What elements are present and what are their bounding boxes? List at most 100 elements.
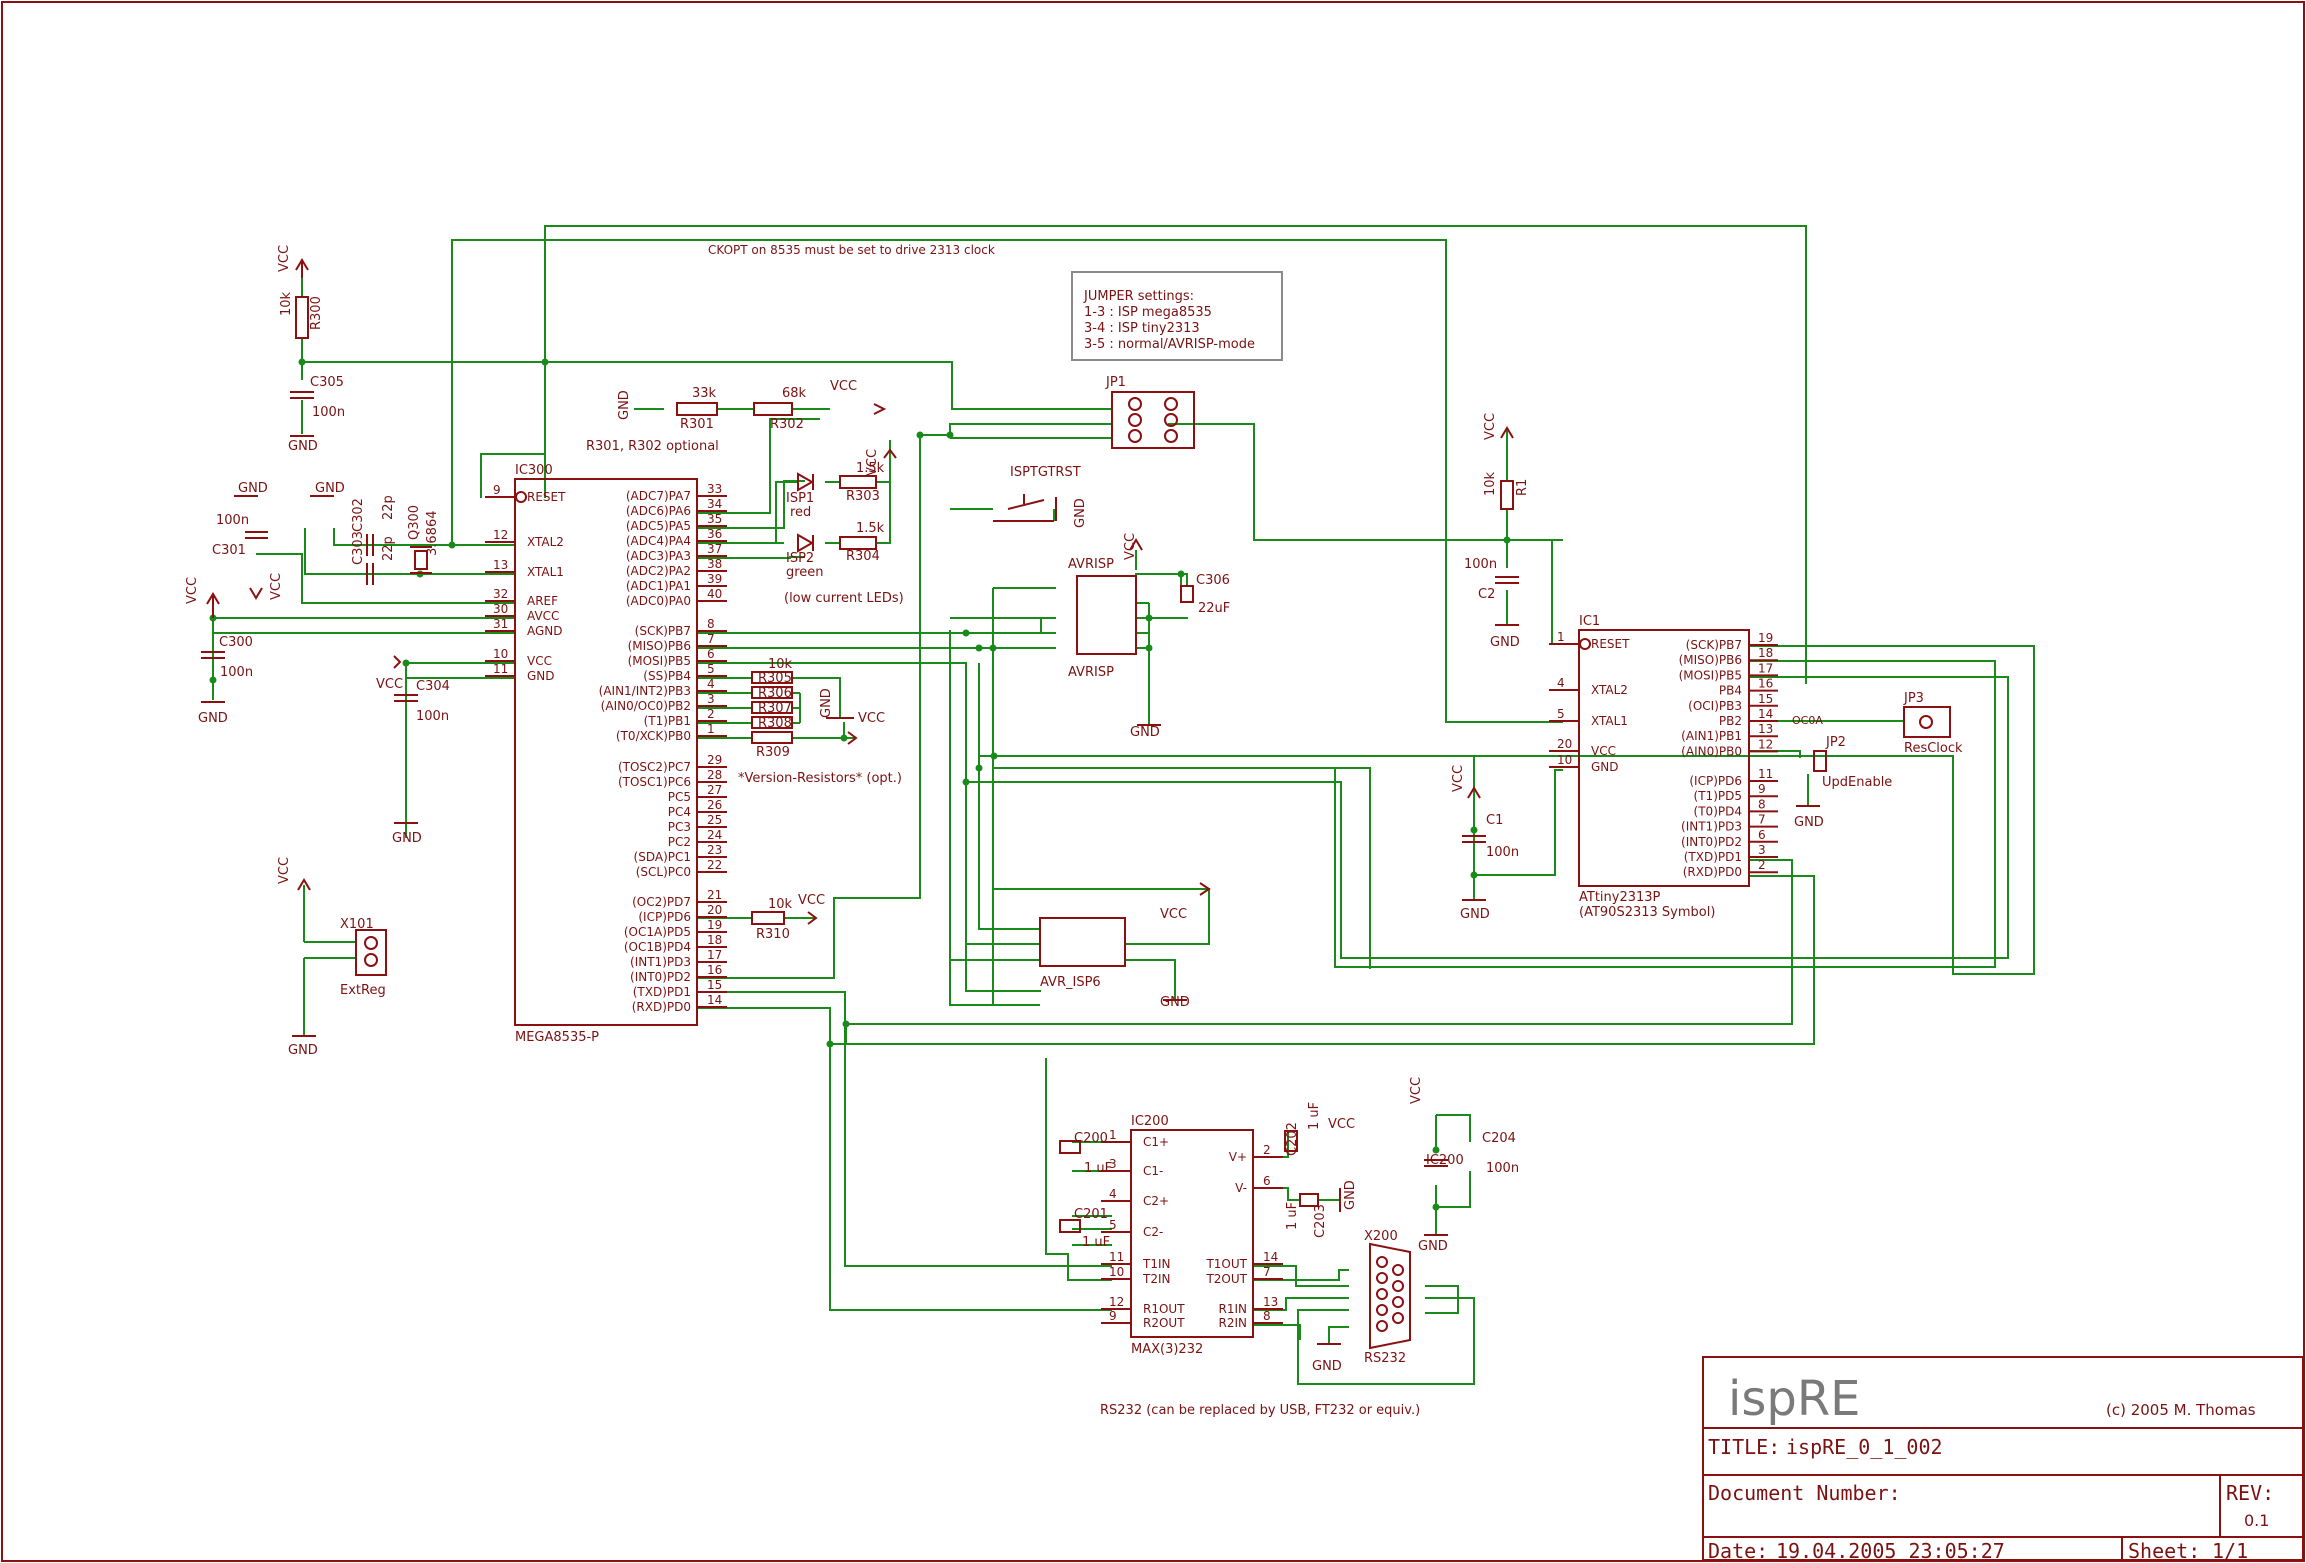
ic300-pin-num: 31	[493, 617, 508, 631]
ic300-pin-36: 36(ADC4)PA4	[626, 527, 727, 548]
ic200-pin-label: V-	[1235, 1181, 1247, 1195]
ic300-pin-5: 5(SS)PB4	[643, 662, 727, 683]
gnd-jp2-label: GND	[1794, 815, 1824, 830]
ic300-pin-label: (ADC0)PA0	[626, 594, 691, 608]
ic300-pin-num: 34	[707, 497, 722, 511]
ic1-pin-num: 16	[1758, 677, 1773, 691]
supply-symbols	[201, 258, 1820, 1345]
ic200-pin-label: T2IN	[1142, 1272, 1170, 1286]
ic200-pin-label: C2-	[1143, 1225, 1163, 1239]
ic1-reset-bubble	[1579, 638, 1591, 650]
ic1-pin-num: 4	[1557, 676, 1565, 690]
gnd-version-label: GND	[819, 688, 834, 718]
ic300-pin-num: 12	[493, 528, 508, 542]
gnd-c203-label: GND	[1343, 1180, 1358, 1210]
ic300-pin-label: PC5	[668, 790, 691, 804]
ic300-pin-40: 40(ADC0)PA0	[626, 587, 727, 608]
vcc-r302-label: VCC	[830, 379, 857, 394]
ic200-pin-num: 7	[1263, 1265, 1271, 1279]
ic200-part: MAX(3)232	[1131, 1342, 1203, 1357]
ic1-pin-num: 17	[1758, 661, 1773, 675]
ic1-part2: (AT90S2313 Symbol)	[1579, 905, 1715, 920]
vcc-r300-label: VCC	[277, 245, 292, 272]
ic300-pin-label: GND	[527, 669, 555, 683]
gnd-c301-label: GND	[238, 481, 268, 496]
rs232-note: RS232 (can be replaced by USB, FT232 or …	[1100, 1403, 1420, 1418]
ic300-pin-num: 29	[707, 753, 722, 767]
ic1-pin-8: 8(T0)PD4	[1694, 797, 1778, 818]
ic300-pin-label: (INT1)PD3	[630, 955, 691, 969]
ic300-pin-label: (MOSI)PB5	[628, 654, 691, 668]
ic300-pin-label: XTAL1	[527, 565, 564, 579]
c2-val: 100n	[1464, 557, 1497, 572]
c201-label: C201	[1074, 1207, 1108, 1222]
ic300-pin-7: 7(MISO)PB6	[628, 632, 727, 653]
c300-label: C300	[219, 635, 253, 650]
ic300-pin-label: PC3	[668, 820, 691, 834]
c304-label: C304	[416, 679, 450, 694]
jp3-val: ResClock	[1904, 741, 1963, 756]
sheet-label: Sheet:	[2128, 1539, 2200, 1563]
ic300-pin-label: (INT0)PD2	[630, 970, 691, 984]
r304-label: R304	[846, 549, 880, 564]
ic1-pin-7: 7(INT1)PD3	[1681, 813, 1778, 834]
ic300-pin-14: 14(RXD)PD0	[632, 993, 727, 1014]
ic300-pin-num: 16	[707, 963, 722, 977]
ic300-pin-37: 37(ADC3)PA3	[626, 542, 727, 563]
vcc-version-label: VCC	[858, 711, 885, 726]
vcc-r1-label: VCC	[1483, 413, 1498, 440]
gnd-isptgtrst-label: GND	[1073, 498, 1088, 528]
jp1-label: JP1	[1105, 375, 1126, 390]
ic300-pin-label: (TOSC1)PC6	[618, 775, 691, 789]
ic300-pin-label: (ADC1)PA1	[626, 579, 691, 593]
vcc-c1-label: VCC	[1451, 765, 1466, 792]
ic300-pin-29: 29 (TOSC2)PC7	[618, 753, 727, 774]
gnd-isp6-label: GND	[1160, 995, 1190, 1010]
ic300-pin-label: PC4	[668, 805, 691, 819]
ic200-name: IC200	[1131, 1114, 1169, 1129]
ic1-pin-num: 7	[1758, 813, 1766, 827]
ic300-pin-22: 22(SCL)PC0	[636, 858, 727, 879]
vcc-c204-label: VCC	[1409, 1077, 1424, 1104]
c305-label: C305	[310, 375, 344, 390]
ic300-pin-num: 23	[707, 843, 722, 857]
jp2-label: JP2	[1825, 735, 1846, 750]
ic1-pin-label: GND	[1591, 760, 1619, 774]
ic1-pin-label: (AIN0)PB0	[1681, 744, 1742, 758]
gnd-c305-label: GND	[288, 439, 318, 454]
ic300-pin-num: 8	[707, 617, 715, 631]
ic200-pin-num: 1	[1109, 1128, 1117, 1142]
ic1-pin-num: 6	[1758, 828, 1766, 842]
ic300-pin-num: 35	[707, 512, 722, 526]
ic1-pin-13: 13(AIN1)PB1	[1681, 722, 1778, 743]
r307-label: R307	[758, 701, 792, 716]
ic300-pin-num: 6	[707, 647, 715, 661]
ic1-pin-6: 6(INT0)PD2	[1681, 828, 1778, 849]
ic1-pin-num: 3	[1758, 843, 1766, 857]
ic300-pin-num: 33	[707, 482, 722, 496]
ic200-pin-2: 2V+	[1229, 1143, 1283, 1164]
ic300-pin-label: (TOSC2)PC7	[618, 760, 691, 774]
c302-label: C302	[351, 498, 366, 532]
c200-val: 1 uF	[1084, 1161, 1112, 1176]
ic300-pin-39: 39(ADC1)PA1	[626, 572, 727, 593]
c1-val: 100n	[1486, 845, 1519, 860]
ic300-pin-16: 16 (INT0)PD2	[630, 963, 727, 984]
gnd-c204-label: GND	[1418, 1239, 1448, 1254]
ic200-pin-num: 12	[1109, 1295, 1124, 1309]
gnd-r301-label: GND	[617, 390, 632, 420]
q300-val: 3.6864	[425, 511, 440, 557]
ic1-pin-num: 14	[1758, 707, 1773, 721]
isp1-label: ISP1	[786, 491, 814, 506]
ic300-pin-20: 20(ICP)PD6	[638, 903, 727, 924]
c2-label: C2	[1478, 587, 1495, 602]
vcc-x101-label: VCC	[277, 857, 292, 884]
ic300-pin-label: (ICP)PD6	[638, 910, 691, 924]
